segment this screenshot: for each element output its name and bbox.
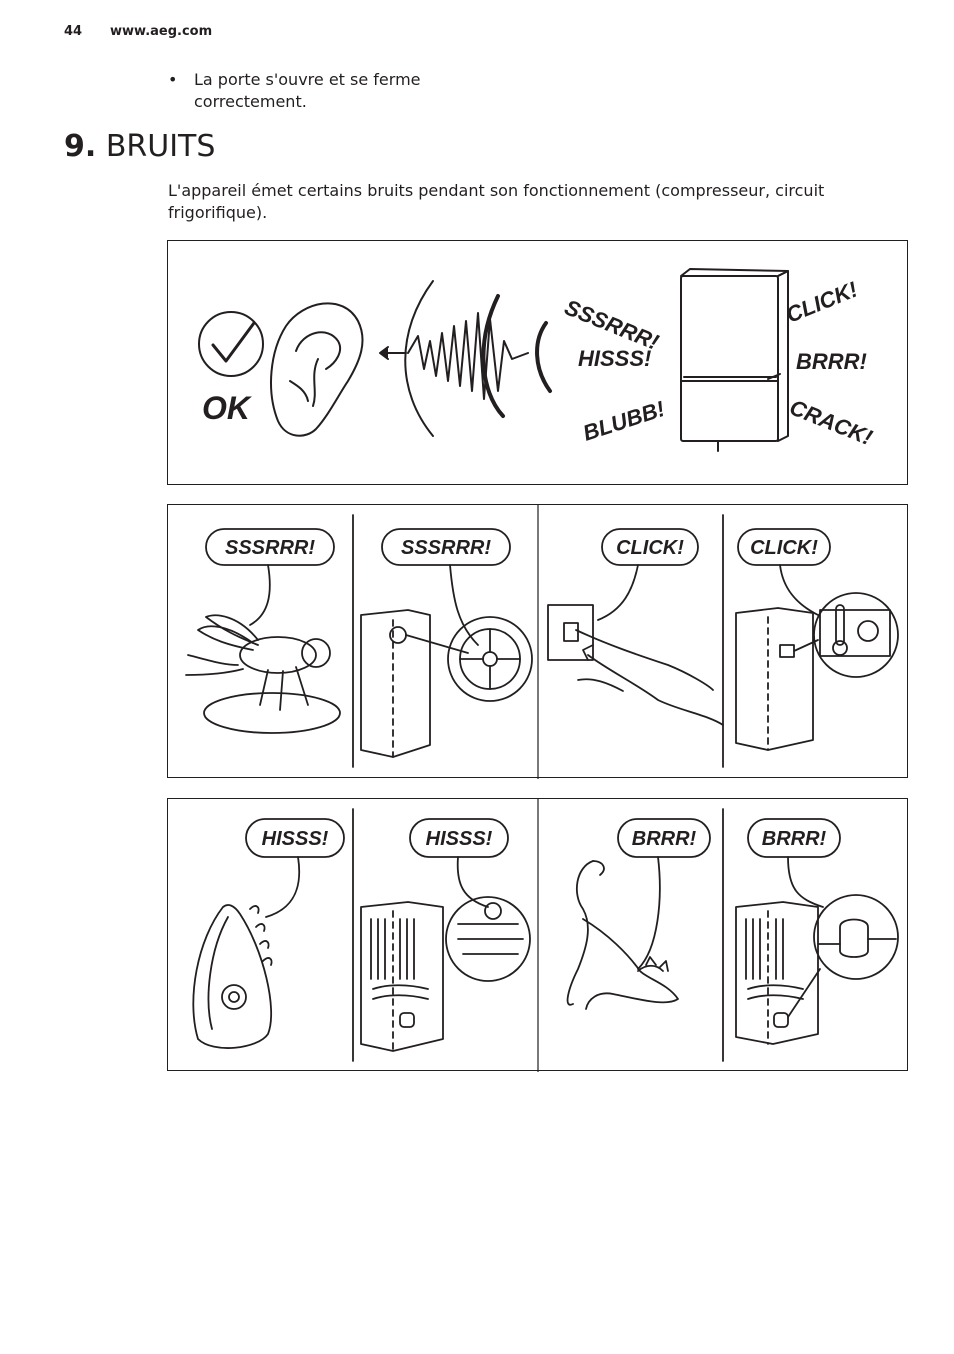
- section-title-text: BRUITS: [105, 129, 216, 164]
- sound-label-blubb: BLUBB!: [580, 396, 668, 446]
- ear-icon: [270, 302, 364, 437]
- fridge-icon: [680, 268, 789, 452]
- sound-label-hisss: HISSS!: [578, 346, 651, 371]
- fridge-condenser-icon: [360, 896, 531, 1052]
- bullet-text: La porte s'ouvre et se ferme correctemen…: [194, 70, 421, 111]
- fly-icon: [185, 614, 341, 734]
- sound-label-brrr: BRRR!: [796, 349, 867, 374]
- sound-label-click: CLICK!: [783, 277, 861, 328]
- intro-paragraph: L'appareil émet certains bruits pendant …: [168, 181, 825, 222]
- illustration-row-2: HISSS! HISSS! BRRR!: [167, 798, 908, 1072]
- speech-bubble-brrr: BRRR!: [617, 818, 711, 970]
- fridge-compressor-icon: [735, 894, 899, 1045]
- ok-label: OK: [202, 390, 253, 426]
- cat-icon: [566, 860, 679, 1010]
- overview-illustration: OK SSSRRR! HISSS! BLUBB! CLICK: [167, 240, 908, 485]
- illustration-row-1: SSSRRR! SSSRRR!: [167, 504, 908, 779]
- check-mark-icon: [211, 321, 256, 363]
- site-url: www.aeg.com: [110, 24, 213, 39]
- bubble-text-click-1: CLICK!: [616, 537, 684, 559]
- fridge-fan-icon: [360, 609, 533, 758]
- speech-bubble-hisss-2: HISSS!: [409, 818, 509, 908]
- bullet-symbol: •: [168, 70, 178, 89]
- page-number: 44: [64, 24, 83, 39]
- speech-bubble-hisss: HISSS!: [245, 818, 345, 918]
- sound-wave-icon: [379, 280, 552, 437]
- bubble-text-hisss-1: HISSS!: [262, 828, 329, 850]
- iron-icon: [192, 904, 273, 1049]
- bubble-text-brrr-2: BRRR!: [762, 828, 827, 850]
- section-title: 9. BRUITS: [64, 128, 215, 166]
- sound-label-crack: CRACK!: [786, 394, 876, 450]
- bullet-item: • La porte s'ouvre et se ferme correctem…: [168, 69, 468, 113]
- speech-bubble-sssrrr-2: SSSRRR!: [381, 528, 511, 646]
- row2-drawing: HISSS! HISSS! BRRR!: [192, 799, 899, 1072]
- speech-bubble-click-2: CLICK!: [737, 528, 831, 616]
- fridge-thermostat-icon: [735, 592, 899, 751]
- bubble-text-sssrrr-1: SSSRRR!: [225, 537, 315, 559]
- overview-drawing: OK SSSRRR! HISSS! BLUBB! CLICK: [198, 268, 876, 452]
- row1-drawing: SSSRRR! SSSRRR!: [185, 505, 899, 779]
- bubble-text-click-2: CLICK!: [750, 537, 818, 559]
- bubble-text-brrr-1: BRRR!: [632, 828, 697, 850]
- page-header: 44 www.aeg.com: [64, 24, 212, 39]
- speech-bubble-sssrrr: SSSRRR!: [205, 528, 335, 626]
- speech-bubble-click: CLICK!: [597, 528, 699, 621]
- switch-hand-icon: [547, 604, 724, 726]
- speech-bubble-brrr-2: BRRR!: [747, 818, 841, 908]
- check-circle-icon: [198, 311, 264, 377]
- section-number: 9.: [64, 129, 97, 164]
- bubble-text-hisss-2: HISSS!: [426, 828, 493, 850]
- bubble-text-sssrrr-2: SSSRRR!: [401, 537, 491, 559]
